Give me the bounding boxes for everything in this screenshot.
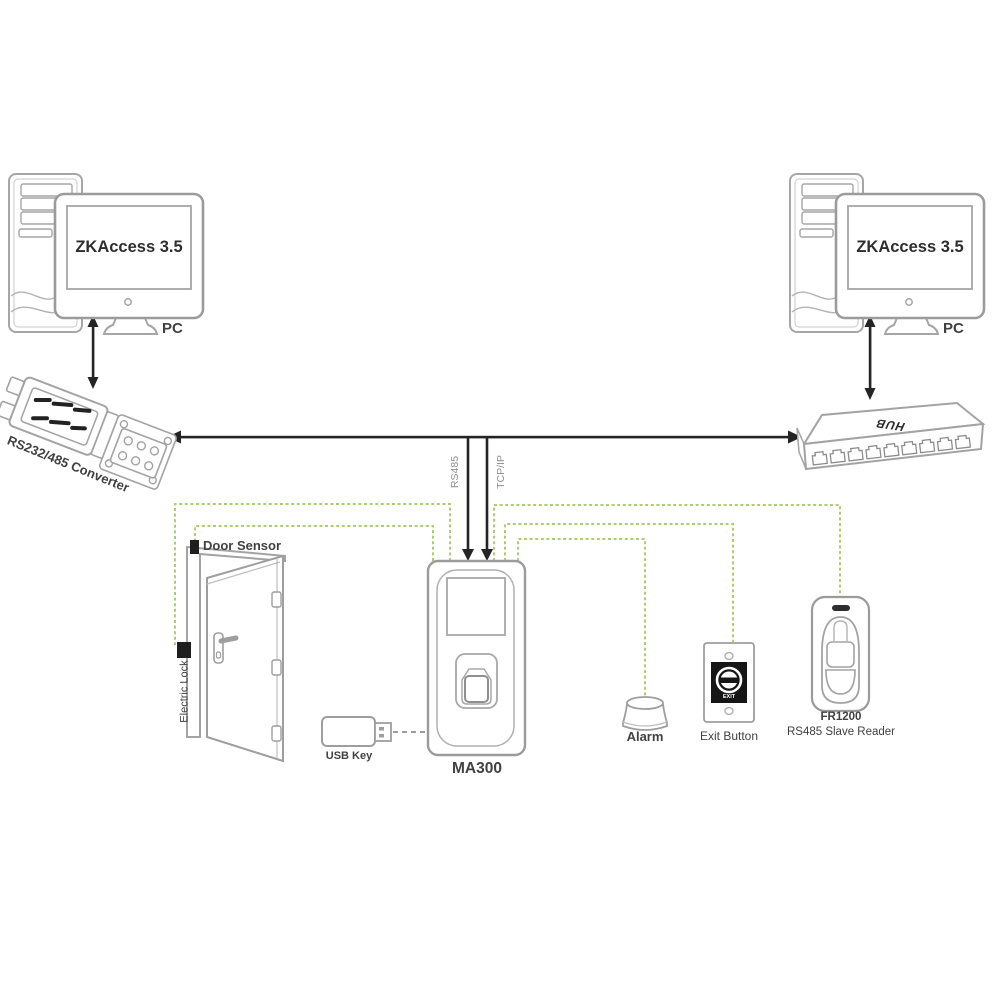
wire-alarm (517, 538, 646, 696)
door-hinge (271, 659, 282, 676)
bus-line (167, 430, 802, 444)
ma300-device (426, 559, 527, 757)
hub-device (796, 401, 986, 471)
fr1200-label: FR1200 (820, 711, 862, 723)
ma300-fingerprint-sensor (455, 653, 498, 709)
fr1200-subtitle: RS485 Slave Reader (786, 726, 896, 738)
fr1200-device (810, 595, 871, 713)
door-hinge (271, 725, 282, 742)
tcpip-line-label: TCP/IP (495, 455, 507, 489)
pc-label-left: PC (162, 320, 183, 337)
pc-label-right: PC (943, 320, 964, 337)
exit-button-device (703, 642, 755, 723)
wire-door-sensor (194, 525, 434, 561)
screen-text-right: ZKAccess 3.5 (856, 238, 964, 256)
ma300-screen (446, 577, 506, 636)
door-hinge (271, 591, 282, 608)
converter-device (0, 376, 177, 490)
exit-button-text: EXIT (722, 694, 736, 700)
alarm-device (622, 696, 668, 731)
screen-text-left: ZKAccess 3.5 (75, 238, 183, 256)
electric-lock (177, 642, 191, 658)
cable-pc-hub (864, 315, 876, 400)
wire-fr1200 (493, 504, 841, 596)
tcpip-line (481, 437, 493, 561)
alarm-label: Alarm (626, 729, 664, 744)
ma300-label: MA300 (452, 760, 502, 777)
door (186, 545, 286, 763)
rs485-line-label: RS485 (449, 455, 461, 489)
door-leaf (206, 554, 284, 763)
door-sensor (190, 540, 199, 554)
electric-lock-label: Electric Lock (178, 660, 190, 723)
hub-ports (811, 434, 972, 466)
door-handle (213, 632, 239, 664)
usb-key-device (321, 716, 392, 747)
wire-exit-button (504, 523, 734, 642)
cable-pc-converter (87, 315, 99, 389)
door-sensor-label: Door Sensor (203, 538, 282, 553)
usb-key-label: USB Key (325, 750, 373, 762)
exit-button-label: Exit Button (699, 729, 759, 743)
wire-electric-lock (174, 503, 451, 645)
rs485-line (462, 437, 474, 561)
